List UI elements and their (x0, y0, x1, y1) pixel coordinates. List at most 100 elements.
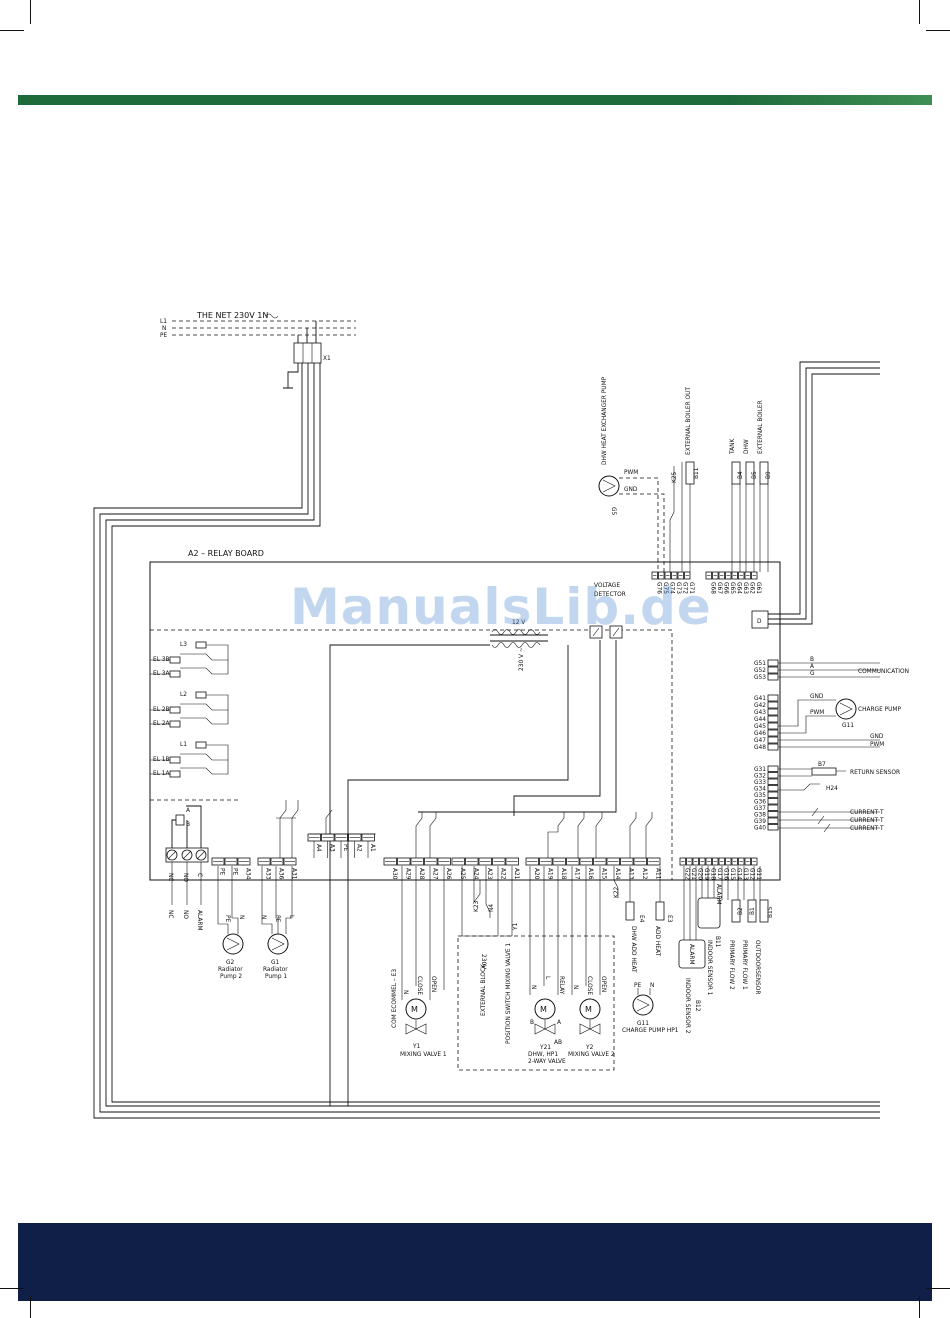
pump-1-id: G1 (271, 958, 280, 966)
el-line-label: L3 (180, 640, 187, 648)
transformer-primary: 230 V ~ (517, 647, 525, 671)
mains-line-pe: PE (160, 331, 168, 339)
crop-mark (919, 1296, 920, 1318)
pump-2-pin-n: N (238, 915, 246, 919)
terminal-label: G14 (735, 868, 743, 880)
pump-1-sub: Pump 1 (265, 972, 287, 980)
alarm-pin-c: C (196, 873, 204, 877)
terminal-label: G51 (754, 659, 766, 667)
terminal-label: A12 (641, 868, 649, 880)
y21-name: DHW, HP1 (528, 1050, 558, 1058)
indoor-sensor-2-id: B12 (694, 1000, 702, 1012)
indoor-1-alarm: ALARM (715, 884, 723, 905)
external-block-label: EXTERNAL BLOCK (479, 964, 487, 1016)
b7-label: B7 (818, 760, 826, 768)
terminal-label: A27 (431, 868, 439, 880)
terminal-label: G11 (755, 868, 763, 880)
valve-1-pin-close: CLOSE (416, 976, 424, 995)
pump-1-name: Radiator (263, 965, 288, 973)
el-a-label: EL 2B (153, 705, 170, 713)
terminal (767, 824, 779, 831)
right-terminal-strips: G51G52G53G41G42G43G44G45G46G47G48G31G32G… (754, 659, 779, 832)
b15-label: B15 (766, 906, 774, 918)
e4-label: E4 (638, 915, 646, 923)
el-b-label: EL 1A (153, 769, 170, 777)
right-gnd: GND (810, 692, 824, 700)
terminal-label: G34 (754, 785, 766, 793)
y21-pin-l: L (544, 976, 552, 980)
return-sensor-label: RETURN SENSOR (850, 768, 900, 776)
v230-label: 230V (480, 954, 488, 969)
terminal-label: G31 (754, 765, 766, 773)
valve-1-name: MIXING VALVE 1 (400, 1050, 447, 1058)
terminal-label: G67 (716, 582, 724, 594)
terminal (767, 729, 779, 737)
mixing-valve-2-motor-icon (579, 998, 601, 1020)
add-heat-section: K22 E4 E3 DHW ADD HEAT ADD HEAT PE N G11… (612, 866, 679, 1034)
right-side-wiring: B A G COMMUNICATION GND PWM CHARGE PUMP … (778, 655, 909, 833)
terminal-label: G15 (729, 868, 737, 880)
terminal-label: G45 (754, 722, 766, 730)
terminal-label: PE (219, 868, 227, 876)
alarm-relay: A B NC NO C NC NO ALARM (165, 805, 209, 931)
right-pwm-2: PWM (870, 740, 884, 748)
valve-1-pin-open: OPEN (430, 976, 438, 992)
terminal-label: G48 (754, 743, 766, 751)
terminal (767, 666, 779, 674)
e3-label: E3 (666, 915, 674, 923)
terminal-label: G18 (709, 868, 717, 880)
terminal-label: G12 (748, 868, 756, 880)
b9-label: B9 (764, 471, 772, 479)
b5-label: B5 (750, 471, 758, 479)
footer-bar (18, 1223, 932, 1301)
terminal-label: G17 (716, 868, 724, 880)
y2-pin-open: OPEN (600, 976, 608, 992)
current-t-2: CURRENT T (850, 816, 884, 824)
alarm-pin-no: NO (182, 873, 190, 882)
terminal-label: A15 (600, 868, 608, 880)
el-line-label: L2 (180, 690, 187, 698)
el-line-terminal (195, 741, 207, 749)
terminal-label: A1 (369, 844, 377, 852)
terminal-label: A34 (245, 868, 253, 880)
pump-icon (598, 475, 620, 497)
k25-label: K25 (670, 471, 678, 483)
terminal-label: G68 (709, 582, 717, 594)
terminal-label: G37 (754, 804, 766, 812)
current-t-3: CURRENT T (850, 824, 884, 832)
dhw-2way-valve-motor-m: M (540, 1005, 547, 1014)
radiator-pump-2-icon (222, 933, 244, 955)
terminal (767, 673, 779, 681)
terminal-label: A29 (404, 868, 412, 880)
boiler-out-label: EXTERNAL BOILER OUT (684, 387, 692, 455)
connector-d (751, 610, 769, 629)
relay-board-title: A2 – RELAY BOARD (188, 549, 264, 558)
terminal-label: A33 (265, 868, 273, 880)
terminal-label: G46 (754, 729, 766, 737)
dhw-pump-id: G5 (610, 507, 618, 516)
terminal-label: G20 (696, 868, 704, 880)
crop-mark (0, 30, 24, 31)
terminal (767, 743, 779, 751)
terminal-label: G52 (754, 666, 766, 674)
current-t-1: CURRENT T (850, 808, 884, 816)
el-line-terminal (195, 641, 207, 649)
el-a-terminal (169, 656, 181, 664)
terminal-x1 (293, 342, 322, 364)
terminal-label: A26 (445, 868, 453, 880)
terminal-label: G40 (754, 824, 766, 832)
k22-label: K22 (612, 886, 620, 898)
b11-label: B11 (692, 467, 700, 479)
terminal-label: A4 (315, 844, 323, 852)
terminal-label: A3 (328, 844, 336, 852)
terminal-label: G16 (722, 868, 730, 880)
terminal-label: G38 (754, 811, 766, 819)
terminal-label: G74 (668, 582, 676, 594)
relay-board: A2 – RELAY BOARD 12 V 230 V ~ VOLTAGE DE… (149, 361, 880, 1106)
outdoor-sensor-label: OUTDOORSENSOR (754, 940, 762, 994)
terminal-label: A20 (533, 868, 541, 880)
charge-pump-right-icon (835, 698, 857, 720)
